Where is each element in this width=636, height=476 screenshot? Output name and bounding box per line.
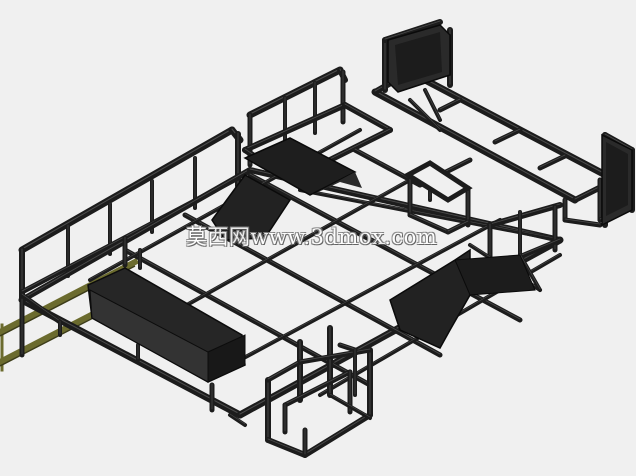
frame-tube-highlight xyxy=(539,154,566,168)
frame-tube xyxy=(562,217,603,228)
frame-tube xyxy=(487,202,563,228)
frame-tube-highlight xyxy=(329,393,371,418)
frame-tube-highlight xyxy=(21,128,233,250)
frame-tube-highlight xyxy=(564,218,601,225)
frame-tube xyxy=(19,292,63,325)
frame-tube-highlight xyxy=(267,438,306,455)
frame-tube xyxy=(265,437,308,458)
frame-tube-highlight xyxy=(239,218,501,360)
frame-tube xyxy=(423,88,442,122)
main-frame xyxy=(18,19,635,458)
frame-tube xyxy=(371,88,579,204)
frame-tube-highlight xyxy=(424,88,441,120)
frame-tube-highlight xyxy=(267,360,301,380)
frame-tube xyxy=(342,102,393,133)
frame-tube-highlight xyxy=(229,413,246,425)
frame-tube-highlight xyxy=(447,220,469,232)
frame-tube-highlight xyxy=(489,203,561,225)
frame-tube xyxy=(238,218,502,362)
frame-tube-highlight xyxy=(519,253,541,290)
frame-tube-highlight xyxy=(304,413,371,455)
frame-tube xyxy=(228,413,247,427)
frame-tube-highlight xyxy=(21,168,251,300)
frame-tube xyxy=(406,68,619,184)
frame-tube xyxy=(328,393,372,420)
frame-tube xyxy=(282,369,353,408)
frame-tube-highlight xyxy=(339,343,356,350)
frame-tube-highlight xyxy=(21,293,61,322)
frame-tube-highlight xyxy=(249,68,341,115)
frame-tube xyxy=(242,102,348,153)
frame-tube xyxy=(518,253,542,292)
frame-tube-highlight xyxy=(344,103,391,130)
frame-tube-highlight xyxy=(384,20,441,40)
frame-tube-highlight xyxy=(604,133,633,150)
frame-tube xyxy=(247,172,523,323)
frame-tube-highlight xyxy=(244,103,346,150)
frame-tube xyxy=(158,178,412,322)
frame-tube xyxy=(537,153,568,171)
frame-tube-highlight xyxy=(409,213,449,232)
frame-tube-highlight xyxy=(159,178,411,320)
frame-tube-highlight xyxy=(374,90,576,200)
frame-tube xyxy=(246,66,344,119)
frame-tube-highlight xyxy=(299,348,371,362)
frame-tube xyxy=(408,98,442,132)
frame-tube xyxy=(382,19,443,43)
frame-tube-highlight xyxy=(409,70,616,180)
frame-tube-highlight xyxy=(409,98,441,130)
frame-tube xyxy=(445,219,471,235)
frame-tube-highlight xyxy=(494,128,521,142)
panels xyxy=(87,24,633,383)
frame-tube xyxy=(407,212,451,235)
frame-tube xyxy=(337,342,358,353)
frame-tube xyxy=(19,167,253,303)
frame-tube-highlight xyxy=(439,98,461,110)
frame-tube-highlight xyxy=(284,370,351,405)
frame-tube xyxy=(298,188,562,242)
frame-tube xyxy=(437,97,463,113)
frame-tube xyxy=(297,347,373,365)
frame-tube xyxy=(18,126,236,254)
frame-tube xyxy=(265,359,303,383)
frame-tube xyxy=(302,412,373,458)
frame-tube xyxy=(492,127,523,145)
frame-tube-highlight xyxy=(299,188,561,240)
